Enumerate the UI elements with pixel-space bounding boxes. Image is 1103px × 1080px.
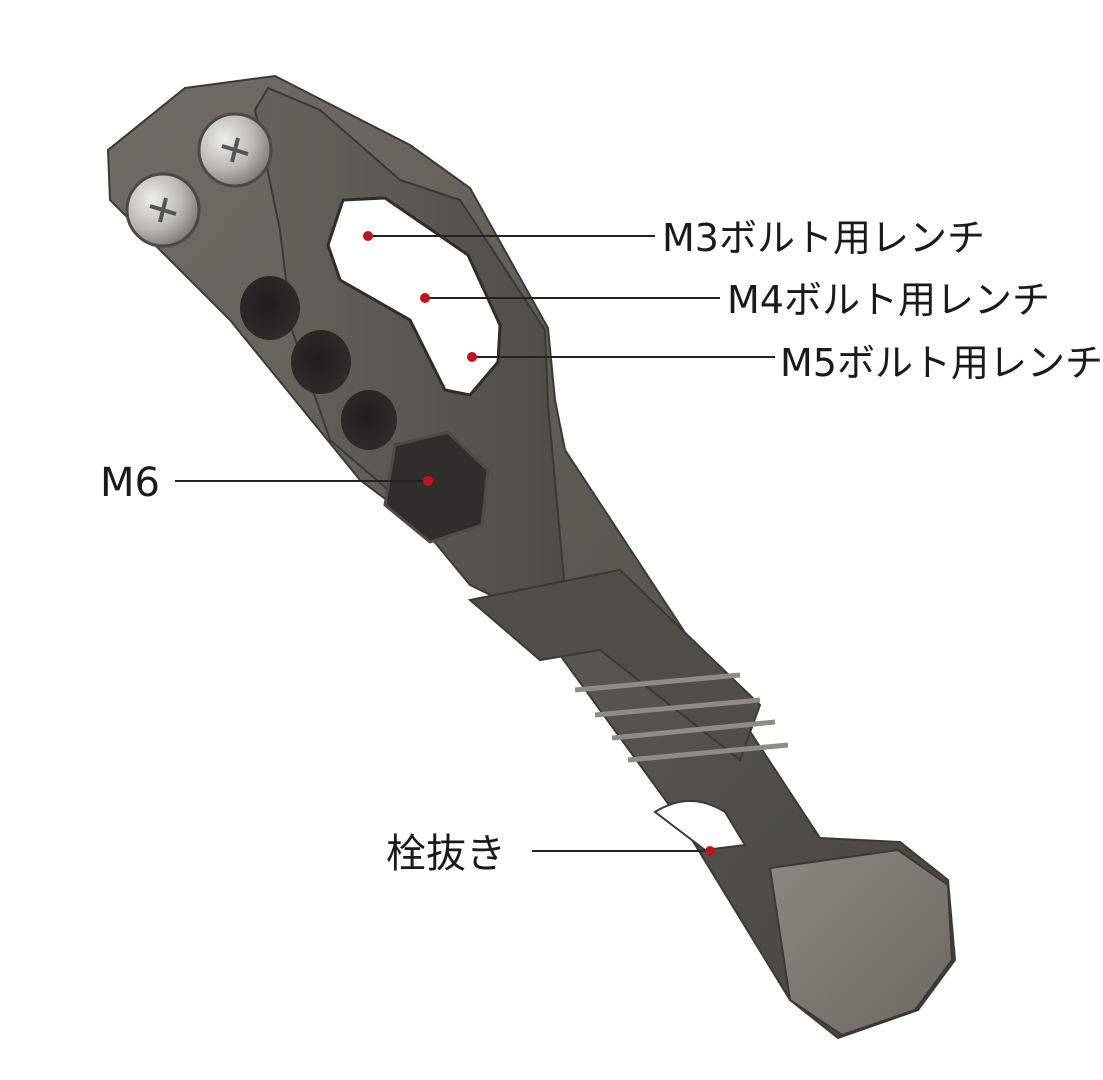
hole-1 — [240, 276, 300, 340]
multitool-photo — [106, 74, 957, 1040]
tool-tip-facet — [768, 848, 954, 1037]
hole-2 — [291, 330, 351, 394]
screw-lower — [125, 172, 201, 248]
bevel-block — [467, 568, 762, 762]
callout-dot-m6 — [423, 476, 433, 486]
screw-upper — [197, 112, 273, 188]
callout-dot-m5 — [467, 352, 477, 362]
hole-3 — [341, 390, 397, 450]
hex-hole — [383, 430, 490, 544]
callout-dot-m4 — [420, 293, 430, 303]
callout-dot-bottle — [705, 846, 715, 856]
label-bottle-opener: 栓抜き — [386, 831, 506, 877]
callout-dot-m3 — [363, 231, 373, 241]
label-m3-wrench: M3ボルト用レンチ — [662, 216, 985, 260]
label-m5-wrench: M5ボルト用レンチ — [780, 341, 1103, 385]
label-m4-wrench: M4ボルト用レンチ — [727, 278, 1050, 322]
bottle-opener-notch — [653, 800, 747, 852]
grip-grooves — [574, 672, 789, 763]
label-m6: M6 — [100, 460, 160, 506]
